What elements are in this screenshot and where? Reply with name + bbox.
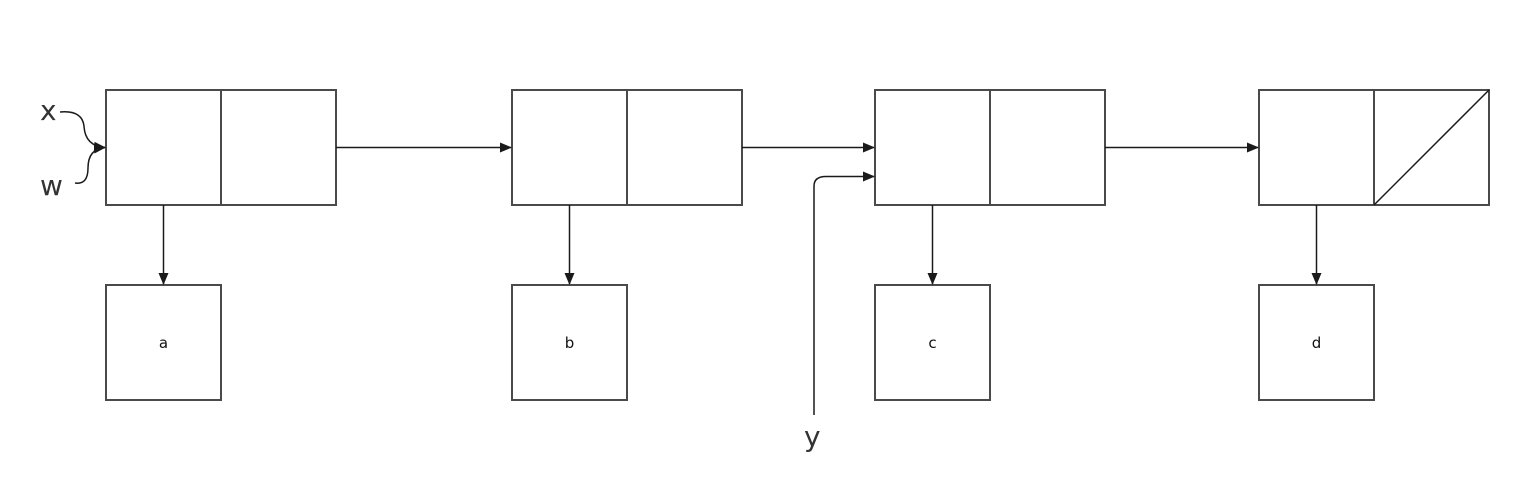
node-3-car-cell bbox=[874, 89, 991, 206]
list-node-4 bbox=[1258, 89, 1490, 206]
variable-label-y: y bbox=[804, 420, 821, 453]
pointer-w-to-node-1 bbox=[74, 143, 106, 184]
value-box-c-rect bbox=[874, 284, 991, 401]
value-box-c: c bbox=[874, 284, 991, 401]
node-3-cdr-cell bbox=[989, 89, 1106, 206]
node-1-cdr-cell bbox=[220, 89, 337, 206]
value-label-a: a bbox=[159, 334, 168, 352]
value-box-b: b bbox=[511, 284, 628, 401]
variable-label-w: w bbox=[40, 169, 63, 202]
value-box-a: a bbox=[105, 284, 222, 401]
value-label-d: d bbox=[1312, 334, 1322, 352]
node-4-car-cell bbox=[1258, 89, 1375, 206]
node-1-car-cell bbox=[105, 89, 222, 206]
value-label-b: b bbox=[565, 334, 575, 352]
node-2-cdr-cell bbox=[626, 89, 743, 206]
value-label-c: c bbox=[928, 334, 936, 352]
pointer-x-to-node-1 bbox=[59, 111, 106, 152]
list-node-2 bbox=[511, 89, 743, 206]
pointer-y-to-node-3 bbox=[813, 171, 875, 415]
value-box-a-rect bbox=[105, 284, 222, 401]
list-node-1 bbox=[105, 89, 337, 206]
node-2-car-cell bbox=[511, 89, 628, 206]
value-box-d-rect bbox=[1258, 284, 1375, 401]
list-node-3 bbox=[874, 89, 1106, 206]
nil-slash bbox=[1373, 89, 1490, 206]
value-box-d: d bbox=[1258, 284, 1375, 401]
variable-label-x: x bbox=[40, 94, 57, 127]
value-box-b-rect bbox=[511, 284, 628, 401]
